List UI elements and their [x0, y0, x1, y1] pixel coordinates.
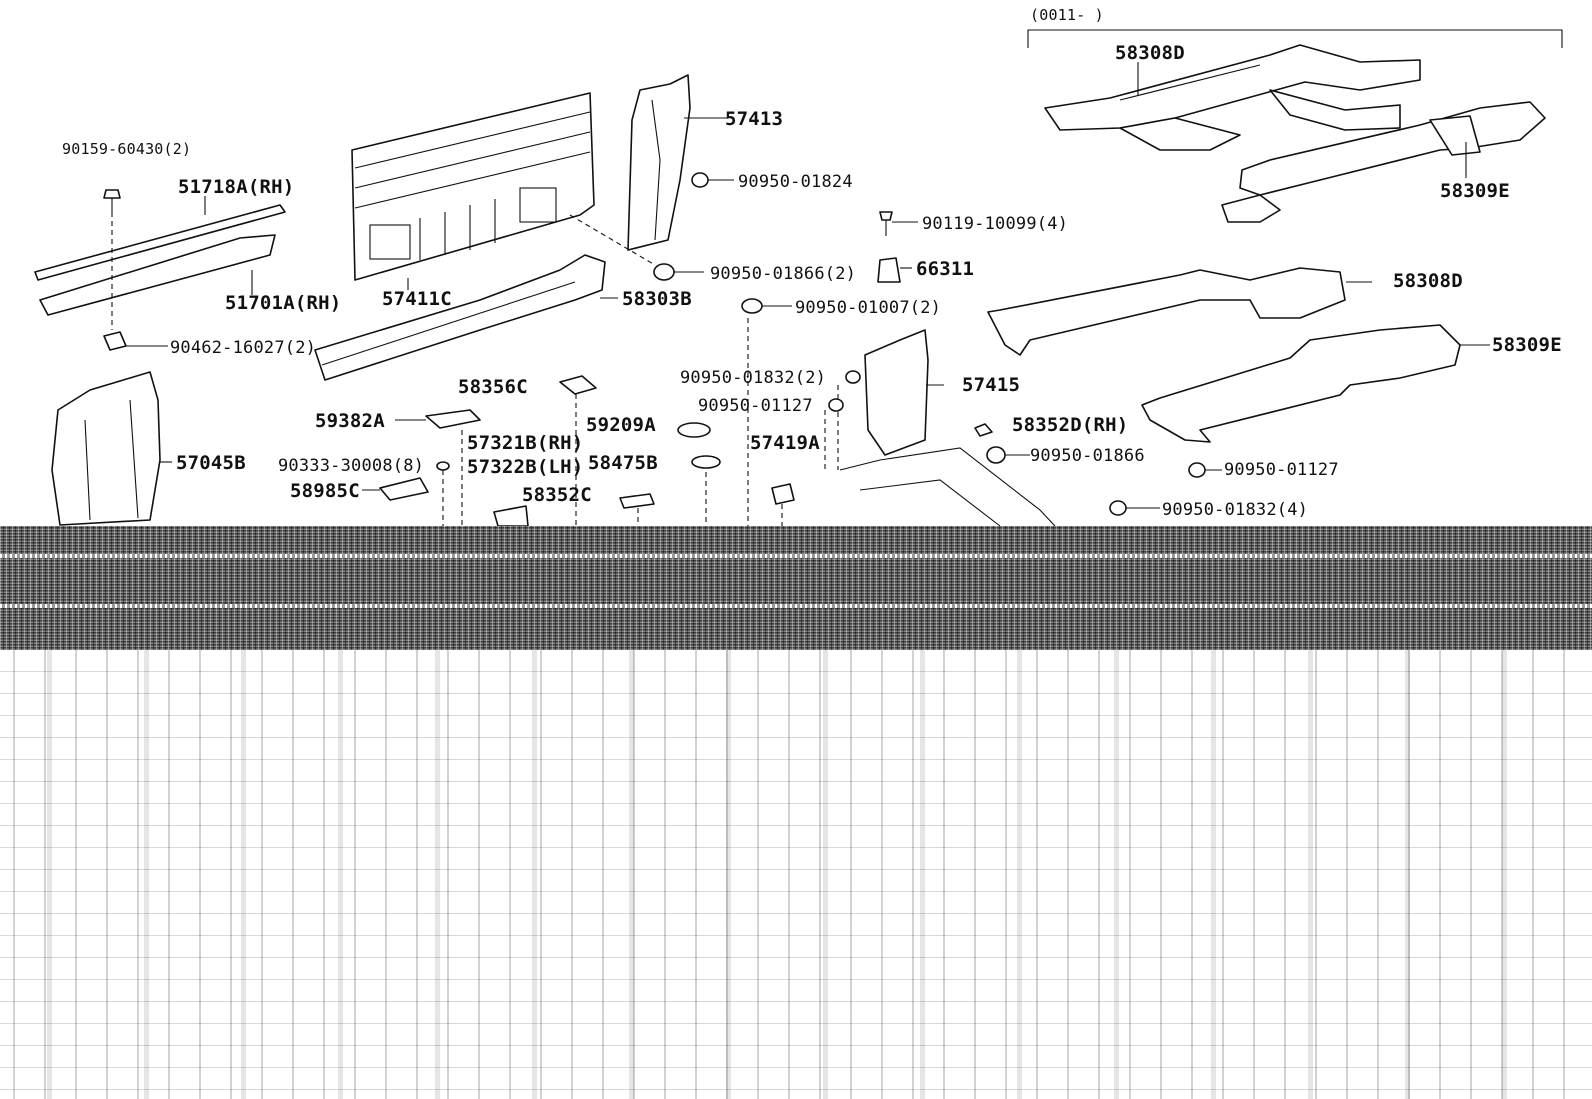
callout-90950-01007: 90950-01007(2): [795, 298, 942, 318]
callout-90950-01832-4: 90950-01832(4): [1162, 500, 1309, 520]
callout-58309e-mid: 58309E: [1492, 334, 1562, 356]
callout-51718a: 51718A(RH): [178, 176, 295, 198]
pillar-57415: [824, 329, 1056, 527]
range-bracket: [1027, 29, 1563, 48]
noise-gap-line: [0, 554, 1592, 558]
callout-90159-60430: 90159-60430(2): [62, 140, 192, 158]
callout-59209a: 59209A: [586, 414, 656, 436]
callout-90950-01824: 90950-01824: [738, 172, 853, 192]
callout-90950-01127-b: 90950-01127: [1224, 460, 1339, 480]
crossmember-58308d-top: [1044, 44, 1421, 151]
noise-gap-line: [0, 604, 1592, 608]
callout-90333-30008: 90333-30008(8): [278, 456, 425, 476]
callout-90462-16027: 90462-16027(2): [170, 338, 317, 358]
callout-57415: 57415: [962, 374, 1021, 396]
callout-66311: 66311: [916, 258, 975, 280]
panel-57411c: [351, 92, 595, 290]
callout-90950-01866: 90950-01866: [1030, 446, 1145, 466]
callout-58303b: 58303B: [622, 288, 692, 310]
crossmember-58309e-top: [1221, 101, 1546, 223]
callout-58356c: 58356C: [458, 376, 528, 398]
crossmember-58308d-mid: [987, 267, 1372, 356]
corrupted-noise-band: [0, 526, 1592, 650]
callout-57045b: 57045B: [176, 452, 246, 474]
callout-90950-01866-2: 90950-01866(2): [710, 264, 857, 284]
range-note: (0011- ): [1030, 6, 1104, 24]
callout-58308d-top: 58308D: [1115, 42, 1185, 64]
callout-57321b: 57321B(RH): [467, 432, 584, 454]
callout-58352d: 58352D(RH): [1012, 414, 1129, 436]
callout-58308d-mid: 58308D: [1393, 270, 1463, 292]
rail-58303b: [314, 214, 656, 381]
callout-58475b: 58475B: [588, 452, 658, 474]
pillar-57045b: [51, 371, 172, 526]
callout-90950-01127-a: 90950-01127: [698, 396, 813, 416]
callout-51701a: 51701A(RH): [225, 292, 342, 314]
fasteners: [362, 172, 1222, 527]
callout-58309e-top: 58309E: [1440, 180, 1510, 202]
crossmember-58309e-mid: [1141, 324, 1490, 443]
pillar-57413: [627, 74, 728, 251]
callout-90950-01832-2: 90950-01832(2): [680, 368, 827, 388]
callout-57322b: 57322B(LH): [467, 456, 584, 478]
callout-90119-10099: 90119-10099(4): [922, 214, 1069, 234]
callout-58985c: 58985C: [290, 480, 360, 502]
corrupted-speckle-area: [0, 650, 1592, 1099]
callout-57411c: 57411C: [382, 288, 452, 310]
callout-58352c: 58352C: [522, 484, 592, 506]
callout-59382a: 59382A: [315, 410, 385, 432]
rails-51718a-51701a: [34, 189, 286, 351]
callout-57413: 57413: [725, 108, 784, 130]
callout-57419a: 57419A: [750, 432, 820, 454]
